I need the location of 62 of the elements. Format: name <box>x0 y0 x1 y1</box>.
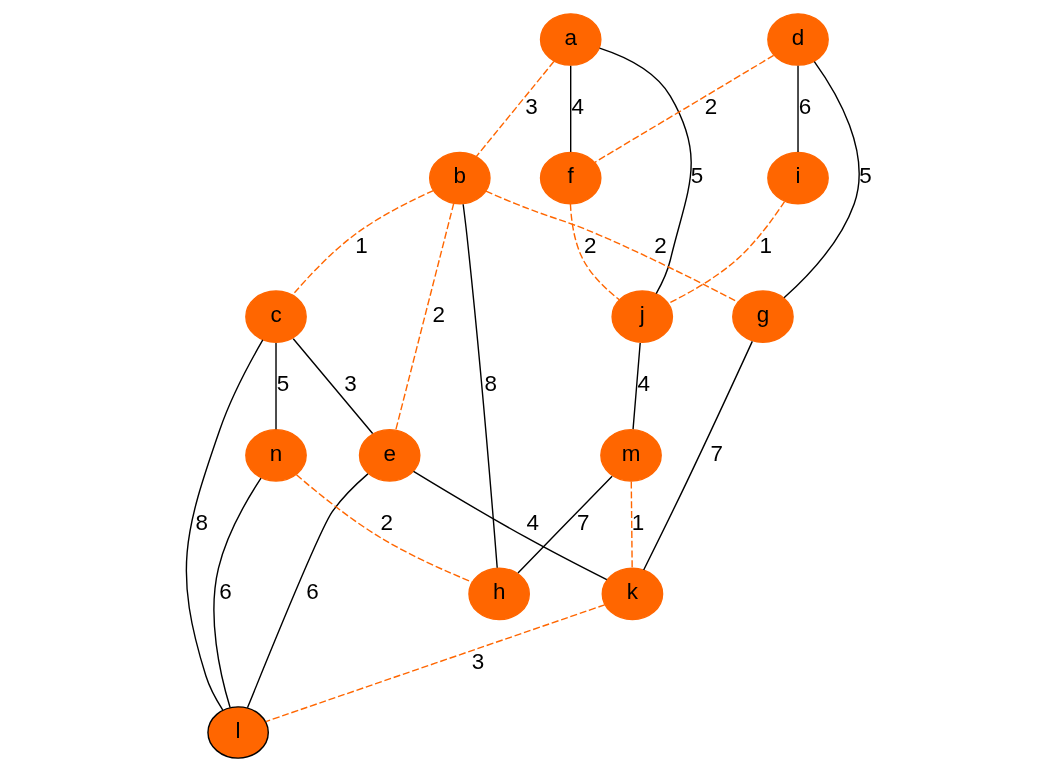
node-ellipse: c <box>244 290 307 344</box>
node-ellipse: i <box>766 151 829 205</box>
node-ellipse: d <box>766 13 829 66</box>
edge-label: 4 <box>570 94 584 120</box>
connector <box>246 473 369 709</box>
edge-label: 2 <box>583 232 597 258</box>
edge-label: 6 <box>798 94 811 120</box>
edge-label: 3 <box>471 648 484 674</box>
connector <box>461 203 498 569</box>
connector <box>291 189 434 296</box>
connector <box>796 65 799 153</box>
node-ellipse: m <box>599 428 662 482</box>
edge-label: 5 <box>276 371 289 397</box>
edge-label: 4 <box>526 509 539 535</box>
node-ellipse: a <box>539 13 602 66</box>
edge-label: 8 <box>194 509 208 535</box>
edge-label: 6 <box>218 579 232 605</box>
edge-label: 7 <box>709 440 723 466</box>
edge-label: 8 <box>483 371 497 397</box>
connector <box>475 60 555 158</box>
connector <box>631 342 641 430</box>
connector <box>484 190 738 303</box>
edge-label: 2 <box>704 94 717 120</box>
connector <box>212 477 262 709</box>
edge-label: 2 <box>432 302 445 328</box>
edge-label: 4 <box>636 371 650 397</box>
connector <box>516 475 613 574</box>
edge-label: 5 <box>858 163 872 189</box>
edge-label: 1 <box>354 232 368 258</box>
connector <box>412 470 607 581</box>
edge-label: 1 <box>759 232 772 258</box>
connector <box>598 47 692 295</box>
connector <box>569 203 620 301</box>
connector <box>292 338 373 435</box>
edge-label: 7 <box>576 509 590 535</box>
connector <box>569 65 571 153</box>
edge-label: 1 <box>631 509 644 535</box>
connector <box>295 474 473 583</box>
edge-label: 2 <box>653 232 667 258</box>
node-ellipse: g <box>731 290 794 344</box>
node-ellipse: f <box>539 151 602 205</box>
connector <box>667 200 785 305</box>
connector <box>274 342 277 430</box>
connector <box>185 339 263 711</box>
edge-label: 5 <box>690 163 703 189</box>
connector <box>782 60 860 299</box>
node-ellipse: k <box>601 567 663 621</box>
connector <box>593 54 774 163</box>
connector <box>394 202 454 431</box>
edge-label: 3 <box>343 371 357 397</box>
node-ellipse: n <box>244 428 307 482</box>
connector <box>642 340 753 571</box>
edge-label: 6 <box>305 579 319 605</box>
node-ellipse: b <box>428 151 491 205</box>
node-ellipse: j <box>610 290 673 344</box>
node-ellipse: l <box>206 706 269 759</box>
node-ellipse: e <box>358 428 421 482</box>
edge-label: 3 <box>524 94 538 120</box>
node-ellipse: h <box>467 567 530 621</box>
connector <box>630 480 633 569</box>
edge-label: 2 <box>380 509 393 535</box>
connector <box>264 604 605 723</box>
